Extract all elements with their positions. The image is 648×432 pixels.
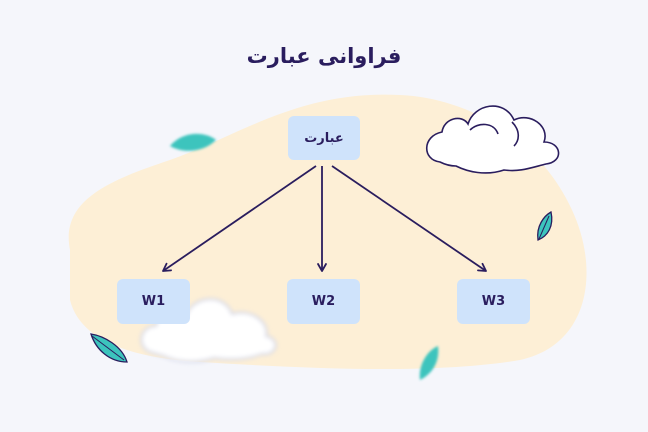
arrow-root-to-w1: [162, 165, 317, 272]
arrow-root-to-w3: [331, 165, 487, 272]
leaf-icon: [170, 133, 216, 151]
leaf-icon: [537, 210, 553, 241]
root-node: عبارت: [288, 116, 360, 160]
child-node-w2: W2: [287, 279, 360, 324]
cloud-icon: [425, 105, 560, 174]
child-node-w3: W3: [457, 279, 530, 324]
leaf-icon: [90, 333, 128, 363]
leaf-icon: [419, 346, 439, 380]
diagram-title: فراوانی عبارت: [246, 44, 402, 68]
child-node-w1: W1: [117, 279, 190, 324]
